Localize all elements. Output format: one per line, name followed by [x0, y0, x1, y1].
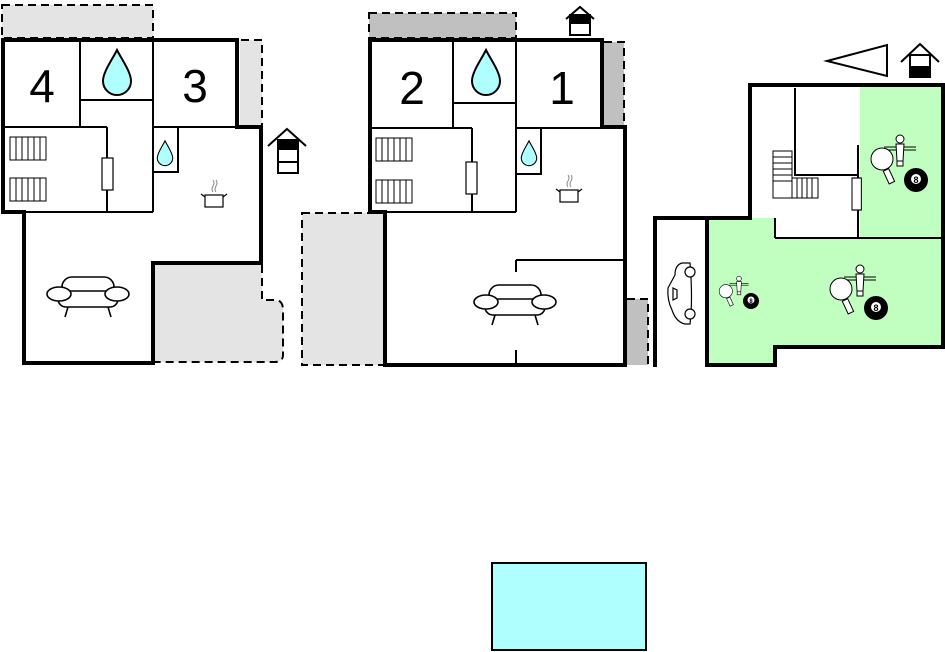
- room-number: 2: [399, 62, 425, 114]
- room-number: 3: [182, 60, 208, 112]
- bathroom-drop-icon: [156, 140, 174, 167]
- floor-plan-a: 4 3: [1, 4, 307, 365]
- bathroom-drop-icon: [102, 49, 132, 96]
- bathroom-drop-icon: [520, 140, 538, 167]
- room-number: 1: [549, 62, 575, 114]
- bed-icon: [375, 137, 413, 162]
- terrace-right: [604, 42, 624, 126]
- svg-text:8: 8: [873, 303, 878, 313]
- house-entrance-icon: [267, 127, 307, 174]
- floor-plan-c: 8 8 8: [653, 42, 945, 367]
- wardrobe-icon: [101, 157, 114, 191]
- north-arrow-icon: [823, 43, 888, 78]
- terrace-top: [1, 4, 154, 39]
- terrace-right-bottom: [627, 299, 648, 365]
- house-entrance-icon: [565, 6, 595, 36]
- swimming-pool: [491, 562, 647, 651]
- terrace-left: [301, 212, 386, 366]
- kitchen-pot-icon: [200, 179, 228, 208]
- floor-plan-b: 2 1: [301, 6, 649, 367]
- activity-room: [708, 218, 775, 365]
- wardrobe-icon: [851, 177, 862, 211]
- bed-icon: [375, 179, 413, 204]
- car-icon: [667, 262, 696, 325]
- kitchen-pot-icon: [555, 174, 583, 203]
- house-entrance-icon: [900, 42, 940, 78]
- terrace-bottom: [155, 265, 283, 362]
- svg-text:8: 8: [913, 175, 918, 185]
- billiard-ball-icon: 8: [864, 296, 888, 320]
- wardrobe-icon: [465, 161, 478, 195]
- bed-icon: [9, 136, 47, 161]
- sofa-icon: [46, 276, 130, 318]
- bed-icon: [9, 177, 47, 202]
- room-number: 4: [29, 60, 55, 112]
- billiard-ball-icon: 8: [743, 293, 759, 309]
- bathroom-drop-icon: [471, 49, 501, 96]
- terrace-top: [368, 12, 517, 39]
- billiard-ball-icon: 8: [904, 168, 928, 192]
- sofa-icon: [473, 284, 557, 326]
- terrace-right: [240, 40, 262, 125]
- stairs-icon: [772, 150, 819, 199]
- svg-text:8: 8: [749, 299, 753, 305]
